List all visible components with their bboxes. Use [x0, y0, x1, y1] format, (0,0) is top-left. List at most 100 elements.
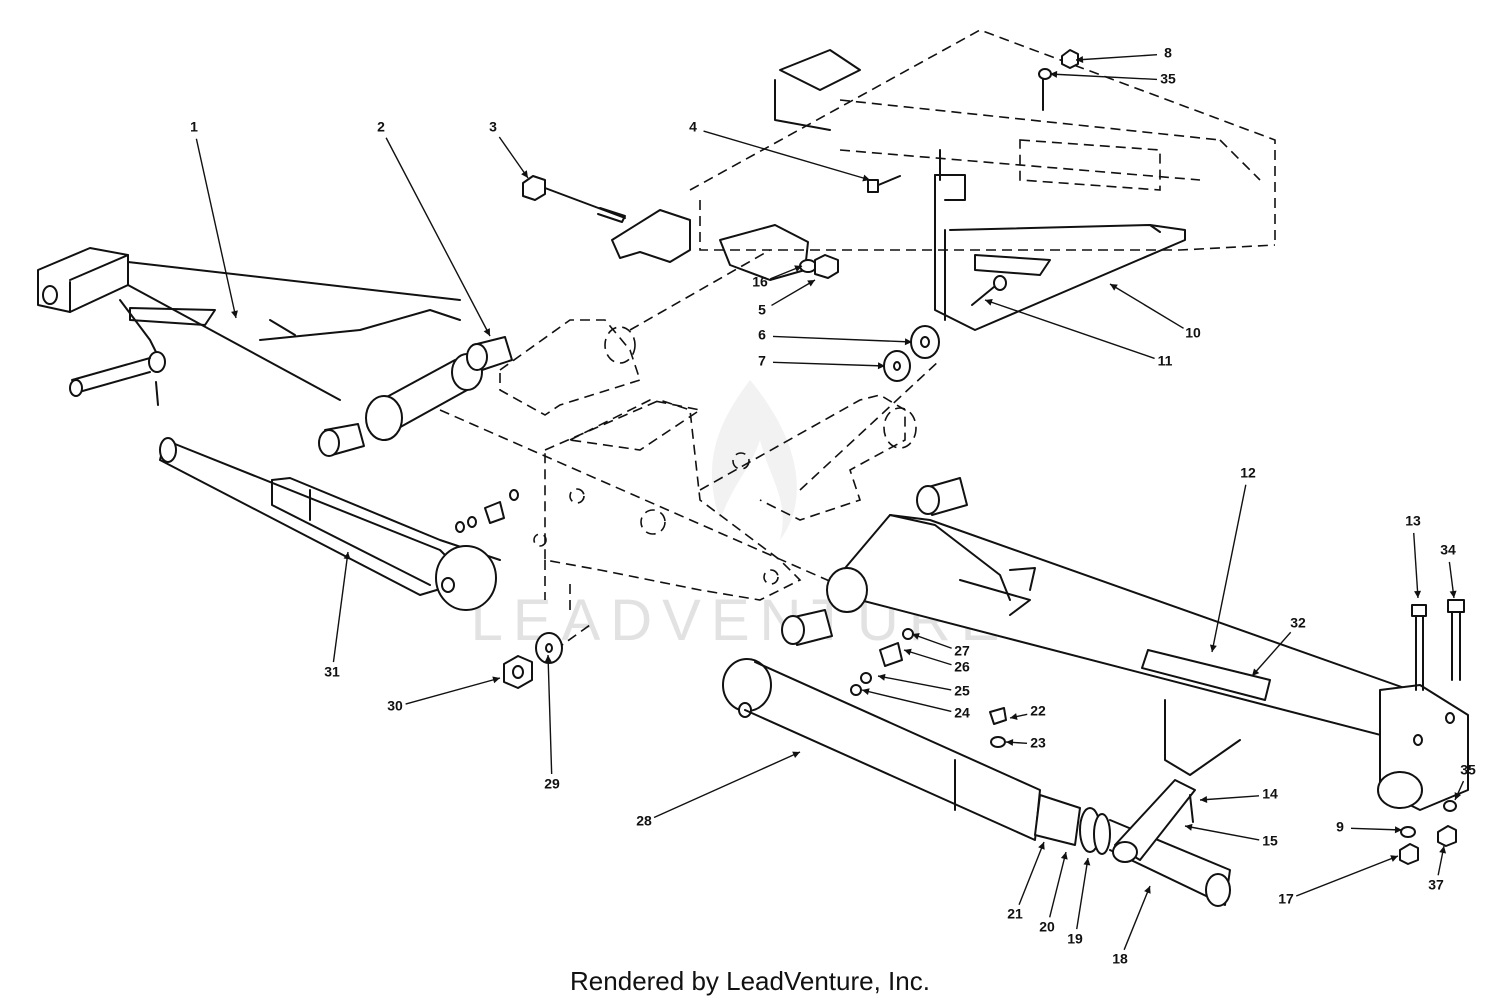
right-axle-arm	[826, 514, 1469, 811]
callout-arrow-icon-32	[1252, 668, 1260, 676]
callout-label-1: 1	[190, 119, 198, 135]
callout-leader-14	[1199, 795, 1260, 801]
callout-label-15: 15	[1262, 833, 1278, 849]
washer-35-top	[1038, 68, 1052, 80]
callout-arrow-icon-35a	[1050, 70, 1058, 78]
callout-1: 1	[190, 119, 238, 319]
callout-4: 4	[689, 119, 871, 182]
callout-leader-32	[1251, 631, 1292, 677]
callout-arrow-icon-29	[544, 655, 552, 663]
left-arm-tube	[365, 353, 483, 441]
bushing-2	[466, 336, 513, 371]
watermark-flame-icon	[711, 380, 797, 540]
callout-leader-2	[385, 137, 491, 337]
bolt-4	[867, 175, 901, 193]
callout-leader-30	[405, 677, 501, 705]
callout-16: 16	[752, 265, 803, 290]
callout-arrow-icon-17	[1390, 855, 1398, 862]
callout-label-12: 12	[1240, 465, 1256, 481]
callout-leader-5	[771, 279, 816, 307]
callout-label-24: 24	[954, 705, 970, 721]
bolt-22	[989, 707, 1007, 748]
callout-arrow-icon-18	[1144, 886, 1151, 894]
nut-17	[1399, 843, 1419, 865]
callout-label-20: 20	[1039, 919, 1055, 935]
callout-leader-3	[498, 136, 529, 179]
callout-15: 15	[1184, 823, 1278, 849]
callout-26: 26	[903, 648, 970, 675]
callout-17: 17	[1278, 855, 1399, 907]
callout-label-16: 16	[752, 274, 768, 290]
callout-arrow-icon-7	[877, 362, 885, 370]
callout-label-25: 25	[954, 683, 970, 699]
bushing-2-lower	[318, 423, 365, 457]
callout-label-32: 32	[1290, 615, 1306, 631]
callout-leader-4	[703, 130, 871, 181]
callout-label-14: 14	[1262, 786, 1278, 802]
callout-label-8: 8	[1164, 45, 1172, 61]
callout-label-5: 5	[758, 302, 766, 318]
callout-leader-12	[1211, 484, 1247, 653]
callout-arrow-icon-30	[492, 676, 500, 684]
callout-arrow-icon-25	[878, 673, 886, 681]
callout-label-35a: 35	[1160, 71, 1176, 87]
callout-19: 19	[1067, 857, 1091, 947]
washer-9	[1400, 826, 1416, 838]
callout-3: 3	[489, 119, 529, 179]
callout-leader-8	[1075, 54, 1158, 61]
callout-label-2: 2	[377, 119, 385, 135]
pin-15	[1112, 779, 1196, 863]
callout-arrow-icon-9	[1394, 826, 1402, 834]
callout-leader-11	[984, 299, 1155, 360]
bolt-3	[522, 175, 626, 223]
callout-5: 5	[758, 279, 816, 318]
callout-arrow-icon-10	[1110, 284, 1118, 291]
callout-leader-21	[1018, 841, 1045, 906]
callout-label-13: 13	[1405, 513, 1421, 529]
callout-arrow-icon-5	[807, 280, 815, 287]
callout-label-19: 19	[1067, 931, 1083, 947]
callout-arrow-icon-13	[1414, 590, 1422, 598]
callout-30: 30	[387, 676, 501, 714]
callout-23: 23	[1005, 735, 1046, 751]
left-axle-arm	[37, 247, 461, 406]
pin-14	[1189, 794, 1194, 823]
callout-arrow-icon-19	[1083, 858, 1091, 866]
callout-label-23: 23	[1030, 735, 1046, 751]
callout-label-37: 37	[1428, 877, 1444, 893]
callout-leader-20	[1048, 851, 1067, 918]
callout-leader-26	[903, 649, 952, 666]
callout-arrow-icon-35b	[1454, 792, 1462, 800]
callout-arrow-icon-23	[1006, 738, 1014, 746]
callout-label-26: 26	[954, 659, 970, 675]
callout-leader-13	[1413, 532, 1419, 599]
callout-2: 2	[377, 119, 491, 337]
callout-24: 24	[861, 688, 970, 721]
callout-35a: 35	[1049, 70, 1176, 87]
callout-label-10: 10	[1185, 325, 1201, 341]
nut-8	[1061, 49, 1079, 69]
callout-label-21: 21	[1007, 906, 1023, 922]
right-spindle	[722, 658, 1231, 907]
callout-35b: 35	[1454, 762, 1476, 801]
callout-18: 18	[1112, 885, 1151, 967]
callout-leader-25	[877, 675, 952, 691]
washer-7	[883, 350, 911, 382]
callout-leader-19	[1076, 857, 1089, 930]
callout-arrow-icon-22	[1010, 713, 1018, 720]
callout-leader-31	[332, 551, 349, 663]
callout-label-34: 34	[1440, 542, 1456, 558]
pivot-bracket	[499, 319, 917, 610]
bushing-right-lower	[781, 609, 833, 646]
callout-31: 31	[324, 551, 351, 680]
callout-14: 14	[1199, 786, 1278, 803]
callout-arrow-icon-16	[794, 265, 802, 272]
callout-12: 12	[1209, 465, 1256, 653]
callout-8: 8	[1075, 45, 1172, 64]
callout-32: 32	[1251, 615, 1306, 677]
callout-arrow-icon-3	[521, 170, 528, 178]
callout-arrow-icon-8	[1076, 56, 1084, 64]
